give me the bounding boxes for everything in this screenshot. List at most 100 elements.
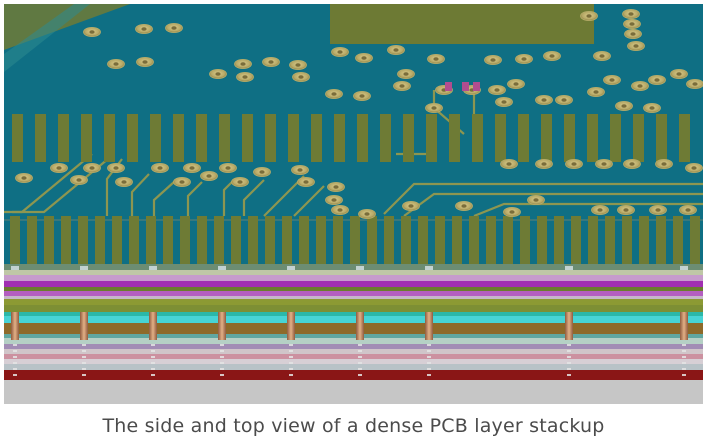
via-pad-66	[503, 206, 521, 217]
via-barrel-7	[425, 266, 433, 376]
pad-center	[141, 27, 147, 31]
pad-center	[549, 54, 555, 58]
via-stub	[13, 350, 17, 352]
via-stub	[358, 362, 362, 364]
via-pad-60	[327, 181, 345, 192]
via-body	[218, 312, 226, 340]
via-stub	[220, 368, 224, 370]
pad-center	[403, 72, 409, 76]
via-stub	[682, 356, 686, 358]
pad-center	[259, 170, 265, 174]
pad-center	[242, 75, 248, 79]
top-edge-finger-28	[633, 114, 644, 162]
top-edge-finger-18	[403, 114, 414, 162]
layer-8	[4, 299, 703, 305]
bottom-edge-finger-36	[605, 216, 615, 266]
via-stub	[13, 368, 17, 370]
pad-center	[586, 14, 592, 18]
pad-center	[509, 210, 515, 214]
pad-center	[461, 204, 467, 208]
via-stub	[13, 356, 17, 358]
pad-center	[121, 180, 127, 184]
via-cap	[11, 266, 19, 270]
via-pad-49	[107, 162, 125, 173]
pcb-stackup-illustration	[4, 4, 703, 404]
via-body	[565, 312, 573, 340]
via-pad-17	[484, 55, 502, 66]
via-pad-1	[83, 26, 101, 37]
pad-center	[331, 198, 337, 202]
pad-center	[629, 22, 635, 26]
pad-center	[76, 178, 82, 182]
via-pad-39	[643, 103, 661, 114]
via-stub	[151, 368, 155, 370]
via-pad-78	[685, 162, 703, 173]
bottom-edge-finger-16	[265, 216, 275, 266]
via-stub	[427, 356, 431, 358]
pad-center	[393, 48, 399, 52]
layer-4	[4, 281, 703, 287]
via-stub	[427, 344, 431, 346]
bga-pad-3	[473, 82, 480, 91]
pad-center	[215, 72, 221, 76]
via-pad-2	[135, 23, 153, 34]
bottom-edge-finger-26	[435, 216, 445, 266]
via-pad-3	[165, 22, 183, 33]
pad-center	[268, 60, 274, 64]
layer-20	[4, 370, 703, 380]
pad-center	[593, 90, 599, 94]
bottom-edge-finger-5	[78, 216, 88, 266]
via-stub	[289, 374, 293, 376]
via-stub	[289, 344, 293, 346]
via-stub	[289, 362, 293, 364]
top-edge-finger-2	[35, 114, 46, 162]
layer-18	[4, 359, 703, 364]
layer-2	[4, 270, 703, 275]
via-pad-55	[219, 162, 237, 173]
bottom-edge-finger-19	[316, 216, 326, 266]
pad-center	[506, 162, 512, 166]
layer-5	[4, 287, 703, 291]
pad-center	[21, 176, 27, 180]
bga-pad-1	[445, 82, 452, 91]
pad-center	[490, 58, 496, 62]
via-stub	[82, 356, 86, 358]
via-barrel-2	[80, 266, 88, 376]
bottom-edge-finger-23	[384, 216, 394, 266]
via-pad-47	[70, 174, 88, 185]
via-barrel-9	[680, 266, 688, 376]
bottom-edge-finger-14	[231, 216, 241, 266]
via-stub	[358, 344, 362, 346]
via-cap	[680, 266, 688, 270]
via-pad-34	[507, 79, 525, 90]
base-plane	[4, 380, 703, 404]
pad-center	[189, 166, 195, 170]
via-stub	[82, 350, 86, 352]
trace-11	[383, 182, 703, 215]
pad-center	[89, 30, 95, 34]
via-stub	[567, 362, 571, 364]
via-body	[149, 312, 157, 340]
via-pad-9	[262, 57, 280, 68]
via-pad-69	[617, 204, 635, 215]
top-edge-finger-27	[610, 114, 621, 162]
bottom-edge-finger-6	[95, 216, 105, 266]
via-pad-12	[331, 47, 349, 58]
top-edge-finger-23	[518, 114, 529, 162]
via-pad-53	[183, 162, 201, 173]
bottom-edge-finger-39	[656, 216, 666, 266]
via-stub	[151, 356, 155, 358]
pad-center	[157, 166, 163, 170]
bottom-edge-finger-2	[27, 216, 37, 266]
top-edge-finger-16	[357, 114, 368, 162]
via-pad-33	[495, 97, 513, 108]
via-stub	[82, 368, 86, 370]
via-pad-58	[291, 164, 309, 175]
pad-center	[521, 57, 527, 61]
bottom-edge-finger-10	[163, 216, 173, 266]
pad-center	[691, 166, 697, 170]
trace-2	[12, 153, 115, 214]
pad-center	[649, 106, 655, 110]
bottom-edge-finger-18	[299, 216, 309, 266]
via-pad-13	[355, 53, 373, 64]
